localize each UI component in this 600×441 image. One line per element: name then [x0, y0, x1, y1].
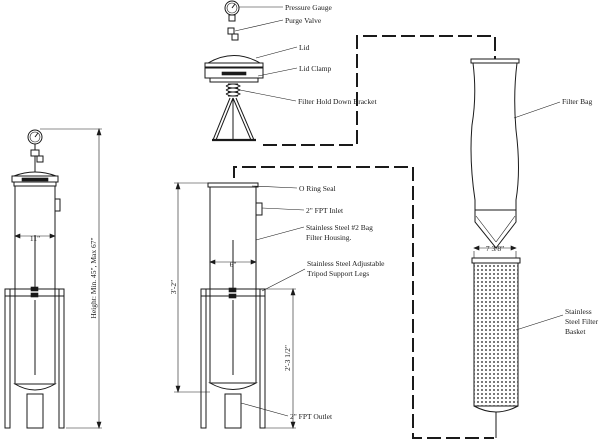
left-height-dimension: Height: Min. 45", Max 67" [40, 128, 102, 429]
leader-lines [234, 6, 564, 417]
tripod-support-legs [200, 288, 266, 429]
filter-hold-down-bracket-part [212, 83, 256, 142]
housing-width-label: 6" [230, 260, 237, 269]
purge-valve-icon [227, 27, 239, 41]
assembled-tripod-legs [4, 288, 65, 429]
basket-label-line2: Steel Filter [565, 317, 599, 326]
housing-height-dimension: 3'-2" [169, 182, 210, 393]
housing-height-label: 3'-2" [169, 280, 178, 294]
left-width-dimension: 11" [14, 233, 56, 243]
purge-valve-label: Purge Valve [285, 16, 322, 25]
filter-bag-part [470, 58, 520, 249]
basket-label-line1: Stainless [565, 307, 592, 316]
bag-width-label: 7 3/8" [486, 244, 504, 253]
housing-label-line1: Stainless Steel #2 Bag [306, 223, 373, 232]
filter-bag-label: Filter Bag [562, 97, 592, 106]
legs-label-line2: Tripod Support Legs [307, 269, 369, 278]
flow-lines [233, 35, 496, 439]
left-width-label: 11" [30, 234, 40, 243]
assembled-pressure-gauge-icon [27, 129, 44, 173]
pressure-gauge-label: Pressure Gauge [285, 3, 333, 12]
basket-label-line3: Basket [565, 327, 586, 336]
fpt-inlet-label: 2" FPT Inlet [306, 206, 344, 215]
callout-labels: Pressure Gauge Purge Valve Lid Lid Clamp… [285, 3, 599, 421]
bag-width-dimension: 7 3/8" [473, 244, 517, 258]
lid-part [204, 55, 264, 68]
housing-label-line2: Filter Housing. [306, 233, 352, 242]
lid-label: Lid [299, 43, 310, 52]
exploded-top-parts [204, 0, 264, 142]
o-ring-seal-label: O Ring Seal [299, 184, 336, 193]
legs-label-line1: Stainless Steel Adjustable [307, 259, 385, 268]
housing-width-dimension: 6" [209, 259, 257, 269]
filter-hold-down-bracket-label: Filter Hold Down Bracket [298, 97, 377, 106]
lid-clamp-label: Lid Clamp [299, 64, 332, 73]
fpt-outlet-label: 2" FPT Outlet [290, 412, 333, 421]
assembled-unit: 11" Height: Min. 45", Max 67" [4, 128, 102, 429]
legs-height-dimension: 2'-3 1/2" [265, 288, 296, 429]
lid-clamp-part [204, 67, 264, 83]
inlet-port [255, 202, 263, 216]
assembled-lid [11, 171, 59, 187]
pressure-gauge-icon [224, 0, 240, 22]
filter-basket-part [471, 257, 521, 438]
housing-assembly: 6" 3'-2" 2'-3 1/2" [169, 182, 296, 429]
legs-height-label: 2'-3 1/2" [283, 345, 292, 371]
left-height-label: Height: Min. 45", Max 67" [89, 237, 98, 318]
